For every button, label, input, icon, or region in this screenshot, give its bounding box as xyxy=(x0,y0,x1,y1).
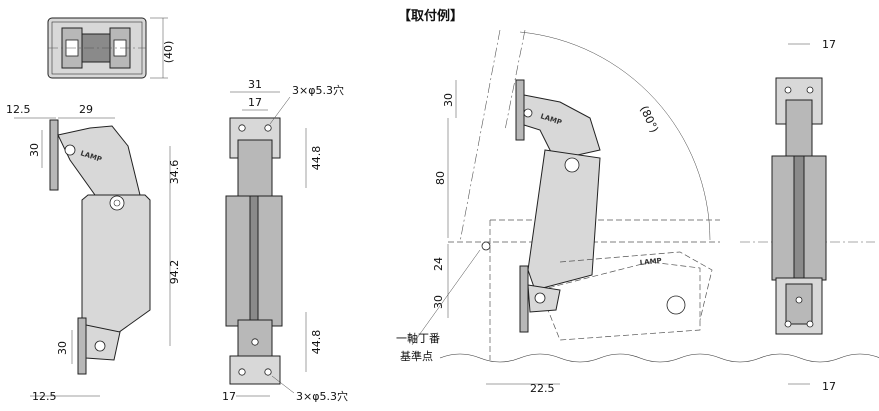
side-plate-top-label: 30 xyxy=(28,143,41,157)
front-spacing-top-label: 44.8 xyxy=(310,146,323,171)
front-left-leaf xyxy=(225,195,251,327)
install-height-label: 80 xyxy=(434,171,447,185)
side-arm-reach-label: 29 xyxy=(79,103,93,116)
hinge-reference-label-2: 基準点 xyxy=(400,349,433,363)
side-plate-bottom-label: 30 xyxy=(56,341,69,355)
hinge-reference-point xyxy=(481,241,491,251)
side-body-height-label: 94.2 xyxy=(168,260,181,285)
install-plate-bottom-label: 30 xyxy=(432,295,445,309)
right-front-view: 17 17 xyxy=(771,38,836,393)
side-top-plate xyxy=(49,119,59,191)
front-holes-bottom-label: 3×φ5.3穴 xyxy=(296,389,348,403)
installation-example: 【取付例】 (80°) LAMP LAMP 30 80 xyxy=(396,8,879,395)
front-upper-knuckle xyxy=(237,139,273,197)
install-plate-top-label: 30 xyxy=(442,93,455,107)
install-offset-label: 22.5 xyxy=(530,382,555,395)
side-view: LAMP 12.5 29 30 34.6 94.2 30 12.5 xyxy=(6,103,181,403)
install-upper-arm xyxy=(523,94,601,161)
front-spacing-bottom-label: 44.8 xyxy=(310,330,323,355)
front-view: 31 17 3×φ5.3穴 44.8 44.8 17 3×φ5.3穴 xyxy=(222,78,348,403)
install-gap-label: 24 xyxy=(432,257,445,271)
side-offset-top-label: 12.5 xyxy=(6,103,31,116)
front-holes-top-label: 3×φ5.3穴 xyxy=(292,83,344,97)
side-offset-bottom-label: 12.5 xyxy=(32,390,57,403)
front-inner-width-label: 17 xyxy=(248,96,262,109)
install-brand-mark-lower: LAMP xyxy=(639,257,662,267)
installation-title: 【取付例】 xyxy=(398,8,463,24)
side-arm xyxy=(57,125,141,196)
front-right-leaf xyxy=(257,195,283,327)
right-width-bottom-label: 17 xyxy=(822,380,836,393)
side-upper-height-label: 34.6 xyxy=(168,160,181,185)
front-bottom-plate xyxy=(229,355,281,385)
side-body xyxy=(81,194,151,341)
right-width-top-label: 17 xyxy=(822,38,836,51)
top-view: (40) xyxy=(47,17,175,79)
right-right-leaf xyxy=(803,155,827,281)
front-width-label: 31 xyxy=(248,78,262,91)
side-bottom-plate xyxy=(77,317,87,375)
front-bottom-width-label: 17 xyxy=(222,390,236,403)
top-view-width-label: (40) xyxy=(162,41,175,64)
install-body xyxy=(527,149,601,291)
install-angle-label: (80°) xyxy=(637,104,661,135)
hinge-reference-label-1: 一軸丁番 xyxy=(396,331,440,345)
floor-line xyxy=(439,353,879,363)
right-left-leaf xyxy=(771,155,795,281)
